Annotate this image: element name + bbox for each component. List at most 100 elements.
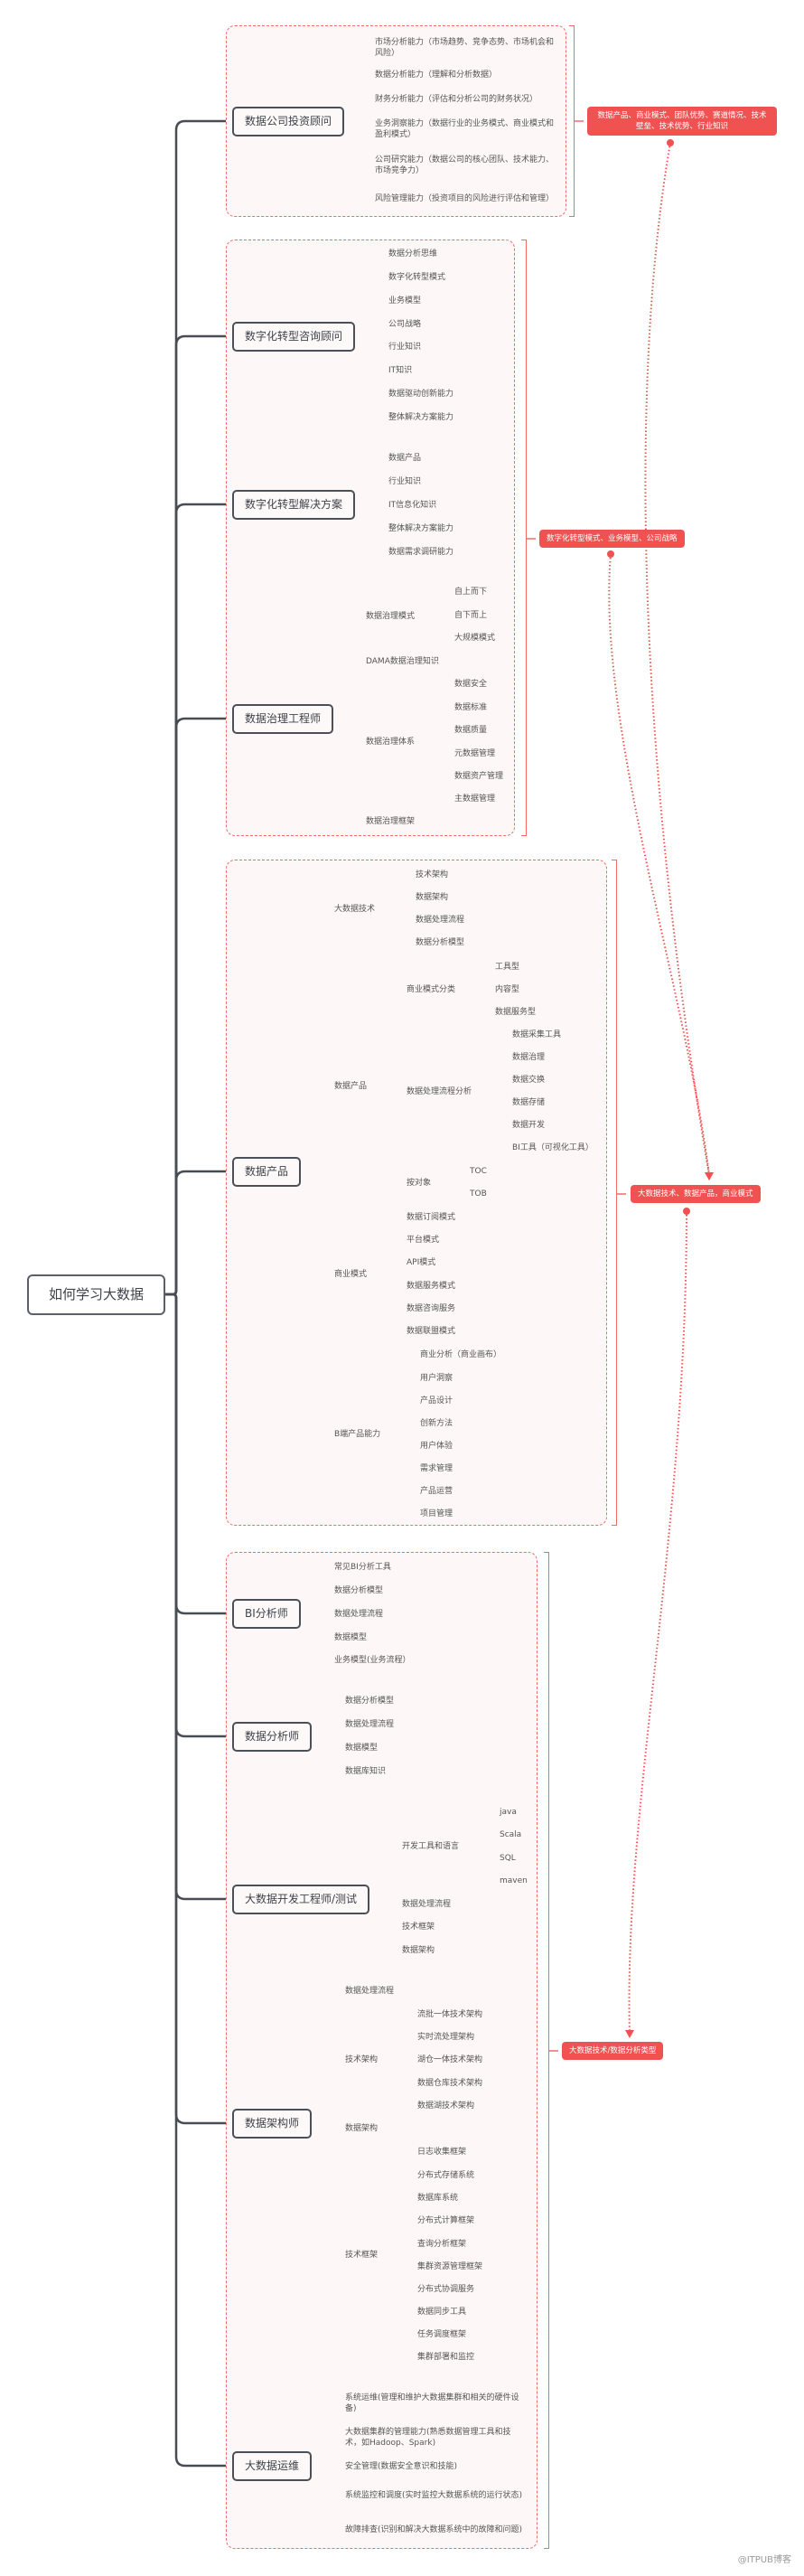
leaf-topic[interactable]: 数据模型 [334,1632,368,1642]
group-note-engineering[interactable]: 大数据技术/数据分析类型 [562,2042,664,2060]
leaf-topic[interactable]: 行业知识 [388,476,422,486]
leaf-topic[interactable]: maven [500,1876,528,1885]
leaf-topic[interactable]: 数据治理 [512,1052,546,1062]
leaf-topic[interactable]: 数据库系统 [417,2193,459,2203]
leaf-topic[interactable]: 日志收集框架 [417,2147,467,2157]
leaf-topic[interactable]: 数据湖技术架构 [417,2101,475,2111]
leaf-topic[interactable]: 行业知识 [388,342,422,352]
subtopic[interactable]: 商业模式分类 [407,984,456,994]
main-topic[interactable]: 数据治理工程师 [232,703,334,734]
main-topic[interactable]: 数据架构师 [232,2108,313,2139]
leaf-topic[interactable]: IT信息化知识 [388,500,437,510]
leaf-topic[interactable]: 数据架构 [402,1945,435,1955]
group-note-data-product[interactable]: 大数据技术、数据产品，商业模式 [631,1185,761,1203]
subtopic[interactable]: 技术框架 [345,2250,379,2260]
leaf-topic[interactable]: TOB [470,1189,487,1199]
leaf-topic[interactable]: 数据分析模型 [345,1696,395,1706]
leaf-topic[interactable]: 用户洞察 [420,1373,453,1383]
leaf-topic[interactable]: 数据处理流程 [402,1899,452,1909]
subtopic[interactable]: 商业模式 [334,1269,368,1279]
subtopic[interactable]: 数据治理模式 [366,611,416,621]
leaf-topic[interactable]: 查询分析框架 [417,2239,467,2249]
leaf-topic[interactable]: 主数据管理 [454,794,496,804]
leaf-topic[interactable]: 实时流处理架构 [417,2032,475,2042]
leaf-topic[interactable]: 用户体验 [420,1441,453,1451]
leaf-topic[interactable]: 数据产品 [388,453,422,463]
leaf-topic[interactable]: IT知识 [388,365,413,375]
subtopic[interactable]: B端产品能力 [334,1429,381,1439]
leaf-topic[interactable]: API模式 [407,1257,436,1267]
leaf-topic[interactable]: 分布式协调服务 [417,2284,475,2294]
leaf-topic[interactable]: SQL [500,1853,516,1863]
leaf-topic[interactable]: 元数据管理 [454,748,496,758]
leaf-topic[interactable]: 技术框架 [402,1922,435,1932]
leaf-topic[interactable]: 大规模模式 [454,633,496,643]
leaf-topic[interactable]: 数据分析能力（理解和分析数据） [375,70,498,80]
leaf-topic[interactable]: 流批一体技术架构 [417,2009,483,2019]
leaf-topic[interactable]: 湖仓一体技术架构 [417,2054,483,2064]
leaf-topic[interactable]: 自上而下 [454,587,488,597]
subtopic[interactable]: 数据产品 [334,1081,368,1091]
leaf-topic[interactable]: 数据采集工具 [512,1029,562,1039]
leaf-topic[interactable]: DAMA数据治理知识 [366,656,439,666]
subtopic[interactable]: 技术架构 [345,2054,379,2064]
leaf-topic[interactable]: 数据同步工具 [417,2307,467,2317]
leaf-topic[interactable]: 整体解决方案能力 [388,523,454,533]
root-node[interactable]: 如何学习大数据 [27,1274,165,1315]
leaf-topic[interactable]: 常见BI分析工具 [334,1562,391,1572]
leaf-topic[interactable]: 数据存储 [512,1097,546,1107]
leaf-topic[interactable]: 商业分析（商业画布） [420,1349,502,1359]
leaf-topic[interactable]: 财务分析能力（评估和分析公司的财务状况） [375,94,538,104]
leaf-topic[interactable]: 业务模型(业务流程） [334,1655,411,1665]
leaf-topic[interactable]: 故障排查(识别和解决大数据系统中的故障和问题) [345,2524,523,2534]
main-topic[interactable]: 数据产品 [232,1156,302,1187]
main-topic[interactable]: BI分析师 [232,1598,301,1629]
leaf-topic[interactable]: 数据治理框架 [366,816,416,826]
main-topic[interactable]: 数字化转型解决方案 [232,489,356,520]
leaf-topic[interactable]: 技术架构 [416,870,449,879]
leaf-topic[interactable]: 数字化转型模式 [388,272,446,282]
leaf-topic[interactable]: 数据仓库技术架构 [417,2078,483,2088]
main-topic[interactable]: 大数据运维 [232,2450,313,2481]
leaf-topic[interactable]: 系统监控和调度(实时监控大数据系统的运行状态) [345,2490,523,2500]
leaf-topic[interactable]: 公司战略 [388,319,422,329]
leaf-topic[interactable]: 产品设计 [420,1396,453,1406]
leaf-topic[interactable]: 数据处理流程 [334,1609,384,1619]
leaf-topic[interactable]: 产品运营 [420,1486,453,1496]
subtopic[interactable]: 数据治理体系 [366,737,416,747]
subtopic[interactable]: 开发工具和语言 [402,1841,460,1851]
leaf-topic[interactable]: 大数据集群的管理能力(熟悉数据管理工具和技术，如Hadoop、Spark) [345,2427,511,2449]
leaf-topic[interactable]: 数据模型 [345,1743,379,1753]
leaf-topic[interactable]: 集群部署和监控 [417,2352,475,2362]
leaf-topic[interactable]: TOC [470,1166,487,1176]
main-topic[interactable]: 数据公司投资顾问 [232,106,345,136]
leaf-topic[interactable]: 数据分析模型 [416,937,465,947]
leaf-topic[interactable]: 数据联盟模式 [407,1326,456,1336]
leaf-topic[interactable]: 数据处理流程 [345,1719,395,1729]
leaf-topic[interactable]: 安全管理(数据安全意识和技能) [345,2461,458,2471]
leaf-topic[interactable]: 风险管理能力（投资项目的风险进行评估和管理） [375,193,555,203]
leaf-topic[interactable]: 工具型 [495,962,520,972]
leaf-topic[interactable]: 数据服务模式 [407,1281,456,1291]
leaf-topic[interactable]: 任务调度框架 [417,2329,467,2339]
leaf-topic[interactable]: 市场分析能力（市场趋势、竞争态势、市场机会和风险） [375,37,555,59]
leaf-topic[interactable]: 内容型 [495,984,520,994]
leaf-topic[interactable]: 业务模型 [388,296,422,306]
leaf-topic[interactable]: 数据需求调研能力 [388,547,454,557]
leaf-topic[interactable]: 创新方法 [420,1418,453,1428]
subtopic[interactable]: 按对象 [407,1178,432,1188]
leaf-topic[interactable]: 数据库知识 [345,1766,387,1776]
leaf-topic[interactable]: 数据订阅模式 [407,1212,456,1222]
leaf-topic[interactable]: 数据架构 [416,892,449,902]
group-note-digital-transformation[interactable]: 数字化转型模式、业务模型、公司战略 [539,530,685,548]
leaf-topic[interactable]: 数据交换 [512,1075,546,1085]
leaf-topic[interactable]: 自下而上 [454,610,488,620]
leaf-topic[interactable]: 数据咨询服务 [407,1303,456,1313]
leaf-topic[interactable]: java [500,1807,517,1817]
leaf-topic[interactable]: 数据处理流程 [416,915,465,925]
leaf-topic[interactable]: 数据安全 [454,679,488,689]
group-note-investment[interactable]: 数据产品、商业模式、团队优势、赛道情况、技术壁垒、技术优势、行业知识 [587,107,777,136]
leaf-topic[interactable]: 分布式计算框架 [417,2215,475,2225]
leaf-topic[interactable]: 业务洞察能力（数据行业的业务模式、商业模式和盈利模式） [375,118,555,140]
leaf-topic[interactable]: 分布式存储系统 [417,2170,475,2180]
